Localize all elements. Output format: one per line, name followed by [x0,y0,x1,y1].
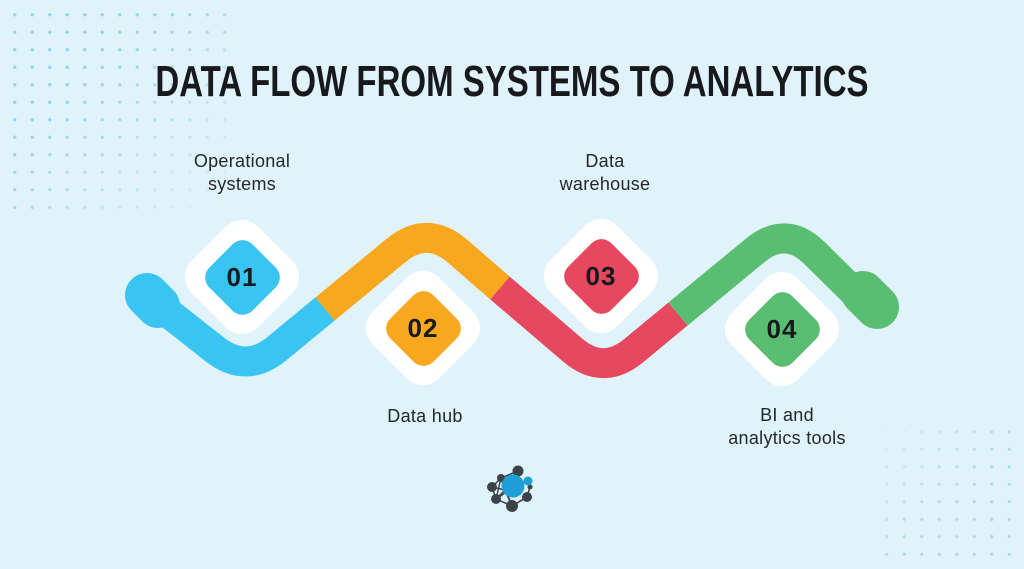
step-diamond-04: 04 [715,262,849,396]
step-label-bi-analytics-tools: BI and analytics tools [677,404,897,450]
flow-start-cap [125,273,180,328]
step-number: 04 [766,313,798,344]
label-line: Operational [193,151,291,171]
step-label-data-hub: Data hub [315,405,535,428]
network-nodes-logo [487,465,533,512]
step-diamond-03: 03 [534,209,668,343]
step-number: 01 [226,261,258,292]
step-diamond-01: 01 [175,210,309,344]
step-number: 02 [407,312,439,343]
label-line: BI and [760,405,814,425]
step-label-data-warehouse: Data warehouse [495,150,715,196]
logo-big-blue-node [501,474,525,498]
label-line: Data [585,151,625,171]
step-diamond-02: 02 [356,261,490,395]
logo-small-blue-node [523,476,533,486]
step-label-operational-systems: Operational systems [132,150,352,196]
label-line: analytics tools [728,428,846,448]
logo-dark-nodes [487,465,533,512]
label-line: systems [207,174,277,194]
label-line: Data hub [387,406,463,426]
label-line: warehouse [559,174,651,194]
page-title: DATA FLOW FROM SYSTEMS TO ANALYTICS [155,57,869,106]
flow-end-cap [841,271,899,329]
step-number: 03 [585,260,617,291]
